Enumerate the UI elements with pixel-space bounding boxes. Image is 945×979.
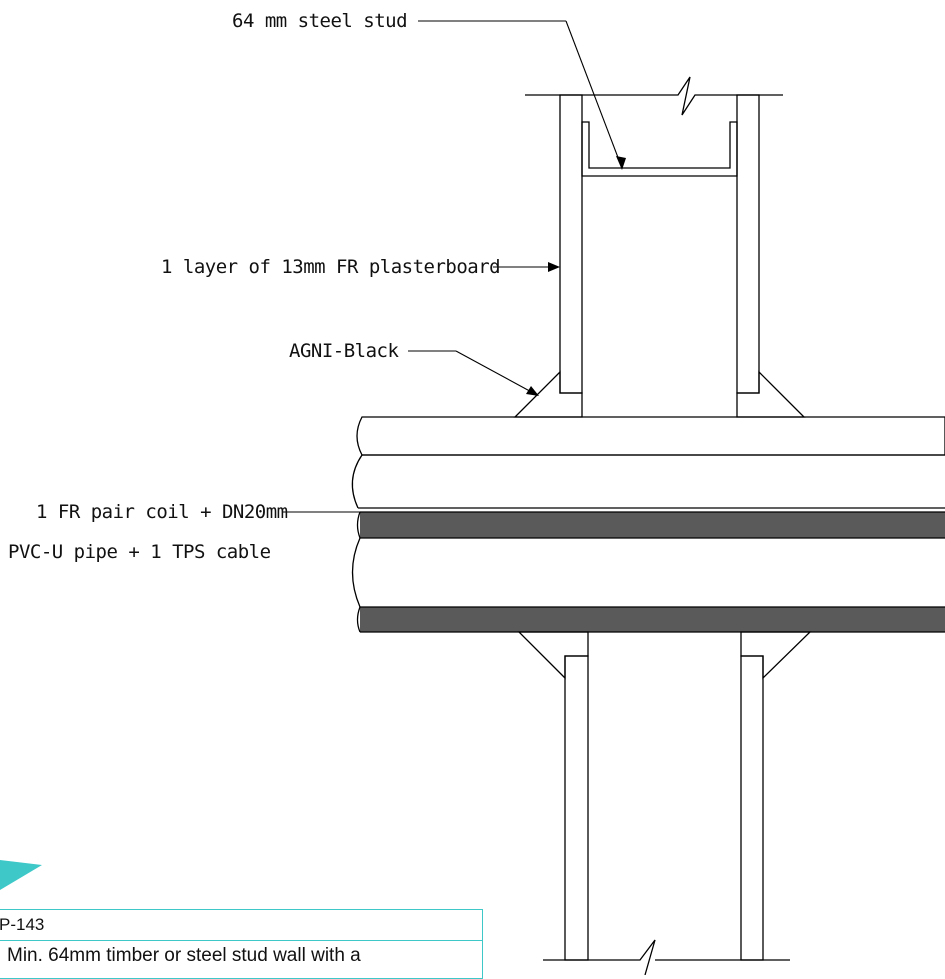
leader-steel-stud (418, 20, 626, 170)
lower-right-sealant (740, 631, 812, 680)
lower-break-line (543, 939, 790, 975)
label-plasterboard: 1 layer of 13mm FR plasterboard (161, 256, 500, 278)
service-outer-sleeve (356, 416, 945, 456)
upper-left-sealant (513, 370, 583, 418)
upper-left-plasterboard (559, 94, 583, 394)
label-sealant: AGNI-Black (289, 340, 399, 362)
label-steel-stud: 64 mm steel stud (232, 10, 407, 32)
service-pipe-body (351, 454, 945, 633)
upper-right-sealant (736, 370, 806, 418)
info-code: P-143 (0, 910, 482, 941)
lower-right-plasterboard (740, 655, 764, 961)
label-service-line2: PVC-U pipe + 1 TPS cable (8, 541, 271, 563)
leader-plasterboard (493, 262, 560, 272)
upper-right-plasterboard (736, 94, 760, 394)
lower-left-plasterboard (564, 655, 589, 961)
label-service-line1: 1 FR pair coil + DN20mm (36, 501, 288, 523)
lower-left-sealant (517, 631, 589, 680)
upper-break-line (525, 76, 783, 116)
info-description: Min. 64mm timber or steel stud wall with… (7, 945, 361, 966)
pipe-band-upper (360, 512, 945, 538)
accent-shape (0, 860, 42, 890)
leader-sealant (408, 350, 539, 396)
pipe-band-lower (360, 607, 945, 632)
steel-stud-channel (581, 121, 738, 177)
info-panel: P-143 Min. 64mm timber or steel stud wal… (0, 909, 483, 979)
